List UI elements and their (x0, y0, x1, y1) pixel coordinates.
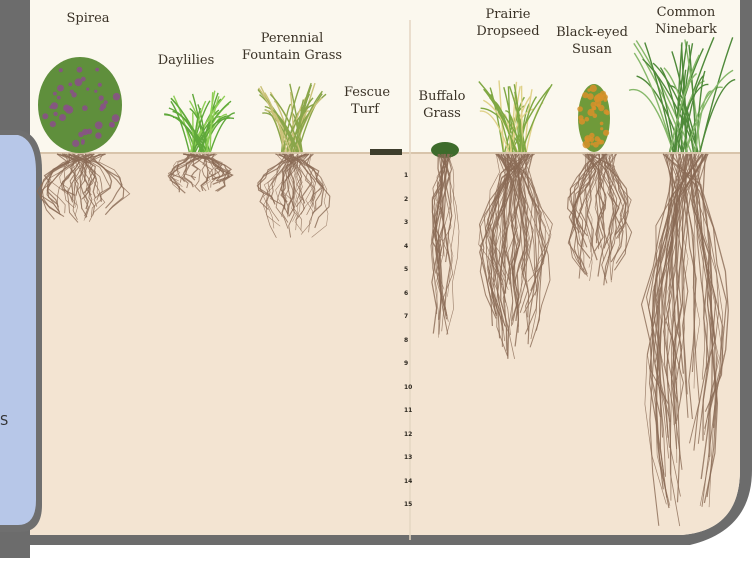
plant-black-eyed-dot (578, 115, 583, 120)
plant-black-eyed-dot (591, 106, 595, 110)
plant-black-eyed-dot (590, 85, 597, 92)
plant-spirea-dot (51, 102, 58, 109)
label-fountain-grass: Perennial Fountain Grass (236, 30, 348, 64)
depth-tick-label: 10 (404, 384, 412, 391)
label-ninebark: Common Ninebark (646, 4, 726, 38)
plant-black-eyed-dot (585, 117, 590, 122)
soil-area (30, 153, 740, 535)
plant-spirea-dot (111, 123, 115, 127)
label-black-eyed: Black-eyed Susan (548, 24, 636, 58)
depth-tick-label: 8 (404, 337, 408, 344)
depth-tick-label: 2 (404, 196, 408, 203)
plant-black-eyed-dot (593, 113, 598, 118)
plant-spirea-dot (59, 68, 63, 72)
plant-spirea-dot (95, 68, 99, 72)
left-blue-panel-face (0, 135, 36, 525)
depth-tick-label: 6 (404, 290, 408, 297)
plant-spirea-dot (112, 114, 120, 122)
plant-spirea-dot (63, 105, 70, 112)
plant-spirea-dot (59, 114, 66, 121)
plant-spirea-dot (57, 96, 61, 100)
depth-tick-label: 5 (404, 266, 408, 273)
label-dropseed: Prairie Dropseed (470, 6, 546, 40)
plant-black-eyed-dot (605, 111, 610, 116)
depth-tick-label: 15 (404, 501, 412, 508)
label-buffalo: Buffalo Grass (412, 88, 472, 122)
plant-spirea-dot (98, 83, 102, 87)
plant-spirea-dot (42, 113, 48, 119)
plant-spirea-dot (70, 90, 74, 94)
plant-spirea-dot (53, 92, 57, 96)
plant-black-eyed-dot (593, 142, 599, 148)
plant-spirea-dot (77, 67, 83, 73)
depth-tick-label: 9 (404, 360, 408, 367)
plant-spirea-dot (68, 83, 72, 87)
plant-spirea-dot (113, 93, 120, 100)
plant-black-eyed-dot (597, 138, 600, 141)
plant-spirea-dot (100, 103, 106, 109)
label-daylilies: Daylilies (150, 52, 222, 69)
plant-black-eyed-dot (603, 130, 609, 136)
label-spirea: Spirea (58, 10, 118, 27)
plant-black-eyed-dot (600, 127, 603, 130)
plant-spirea-dot (95, 132, 101, 138)
depth-tick-label: 3 (404, 219, 408, 226)
plant-spirea-dot (82, 129, 88, 135)
plant-spirea-dot (50, 121, 56, 127)
label-fescue: Fescue Turf (344, 84, 386, 118)
plant-black-eyed-dot (594, 95, 601, 102)
plant-spirea-dot (81, 141, 85, 145)
plant-spirea-dot (94, 90, 97, 93)
plant-black-eyed-dot (587, 93, 594, 100)
plant-black-eyed-dot (577, 106, 583, 112)
plant-black-eyed-dot (600, 122, 604, 126)
plant-spirea-dot (57, 85, 64, 92)
plant-spirea-dot (82, 105, 88, 111)
depth-tick-label: 7 (404, 313, 408, 320)
plant-spirea-dot (95, 121, 103, 129)
depth-tick-label: 4 (404, 243, 408, 250)
depth-tick-label: 13 (404, 454, 412, 461)
plant-spirea-dot (86, 88, 89, 91)
depth-tick-label: 11 (404, 407, 412, 414)
depth-tick-label: 1 (404, 172, 408, 179)
plant-spirea-dot (72, 140, 79, 147)
plant-spirea-dot (99, 95, 104, 100)
plant-spirea-dot (75, 78, 83, 86)
side-text-fragment: S (0, 414, 8, 429)
plant-spirea-dot (53, 112, 57, 116)
plant-fescue (370, 149, 402, 155)
plant-spirea (38, 57, 122, 153)
depth-tick-label: 14 (404, 478, 412, 485)
depth-tick-label: 12 (404, 431, 412, 438)
plant-black-eyed-dot (584, 135, 591, 142)
